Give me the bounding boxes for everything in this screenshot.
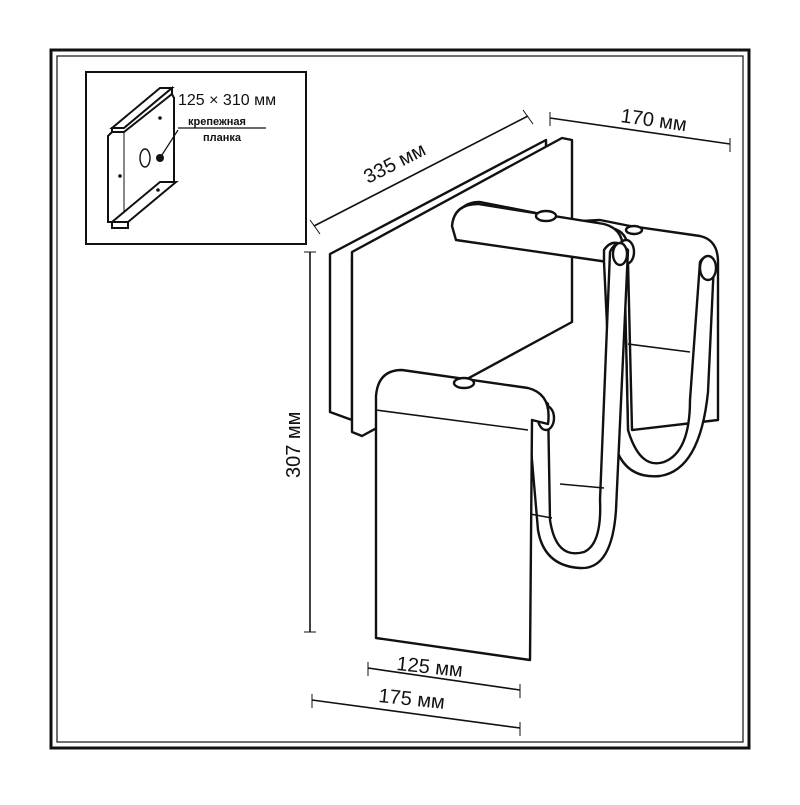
front-shade-edge <box>375 409 529 431</box>
inner-frame <box>56 55 744 743</box>
lamp-drawing <box>328 136 720 662</box>
front-crossbar-2 <box>559 483 605 489</box>
dimension-total-width: 175 мм <box>311 685 521 736</box>
width-top-label: 170 мм <box>619 105 688 136</box>
front-crossbar <box>529 513 553 519</box>
front-shade <box>374 368 550 662</box>
back-crossbar <box>627 343 691 353</box>
note-leader-line <box>159 129 179 159</box>
back-roller-right <box>698 254 718 282</box>
inset-note-line2: планка <box>203 132 242 144</box>
dimension-height: 307 мм <box>283 251 316 633</box>
front-knob <box>452 376 476 390</box>
dimension-width-top: 170 мм <box>549 105 731 152</box>
mounting-plate-drawing <box>107 85 179 229</box>
lamp-width-label: 125 мм <box>395 653 463 682</box>
back-knob <box>534 209 558 223</box>
inset-box: 125 × 310 мм крепежная планка <box>85 71 307 245</box>
outer-frame <box>49 48 751 750</box>
depth-label: 335 мм <box>360 139 429 189</box>
height-label: 307 мм <box>283 412 305 478</box>
inset-size-label: 125 × 310 мм <box>178 92 276 109</box>
inset-note-line1: крепежная <box>188 116 246 128</box>
back-knob-2 <box>624 224 644 236</box>
front-roller-top <box>611 241 629 267</box>
